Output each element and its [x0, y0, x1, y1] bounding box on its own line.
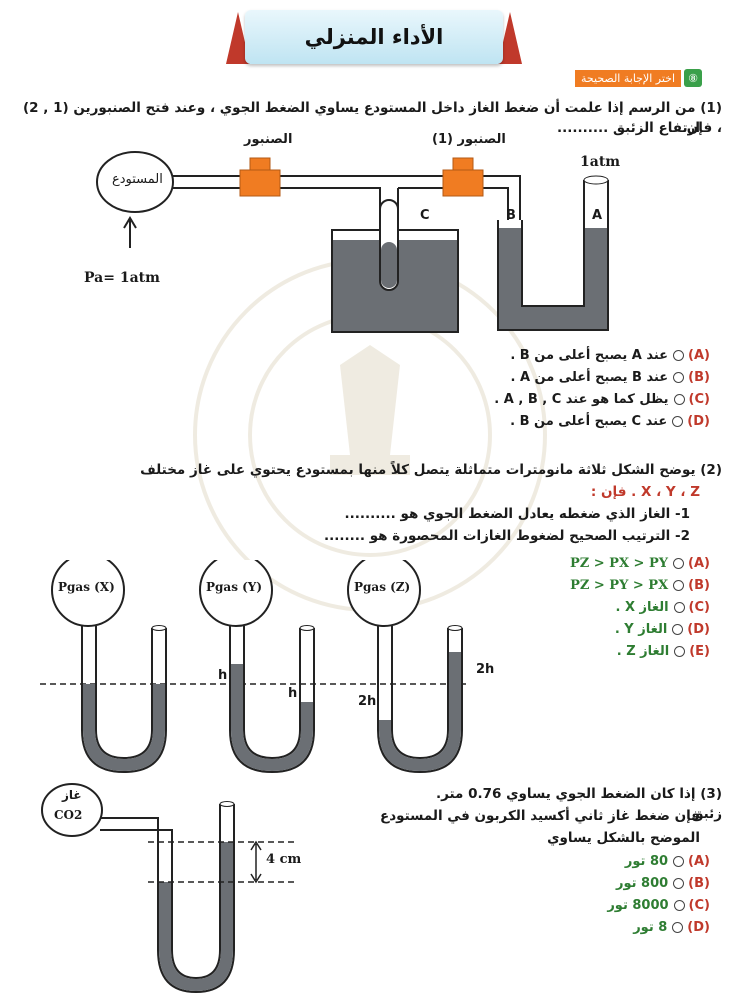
q2-option-d[interactable]: (D) الغاز Y . — [570, 618, 710, 640]
q1-stem: (1) من الرسم إذا علمت أن ضغط الغاز داخل … — [22, 98, 722, 138]
radio-icon[interactable] — [672, 623, 684, 635]
option-text: عند B يصبح أعلى من A . — [510, 369, 669, 385]
q2-number: (2) — [700, 462, 722, 478]
radio-icon[interactable] — [673, 579, 685, 591]
q1-label-a: A — [592, 208, 603, 223]
q1-option-b[interactable]: (B) عند B يصبح أعلى من A . — [494, 366, 710, 388]
option-text: 8 تور — [633, 919, 668, 935]
q1-line2: ارتفاع الزئبق .......... — [556, 120, 700, 136]
q2-label-2h-z-right: 2h — [476, 662, 495, 677]
option-text: PZ > PY > PX — [570, 577, 669, 593]
q2-label-gas-y: Pgas (Y) — [206, 580, 263, 594]
q1-valve2-label: الصنبور — [244, 132, 293, 147]
radio-icon[interactable] — [673, 877, 685, 889]
q2-figure — [40, 560, 470, 774]
q2-label-2h-z-left: 2h — [358, 694, 377, 709]
option-text: عند C يصبح أعلى من B . — [510, 413, 668, 429]
radio-icon[interactable] — [673, 349, 685, 361]
radio-icon[interactable] — [672, 415, 684, 427]
title-left-flag — [226, 12, 250, 64]
q2-label-gas-z: Pgas (Z) — [354, 580, 411, 594]
radio-icon[interactable] — [673, 899, 685, 911]
instruction-badge: ⑧ اختر الإجابة الصحيحة — [575, 68, 703, 88]
q1-option-c[interactable]: (C) يظل كما هو عند A , B , C . — [494, 388, 710, 410]
q1-number: (1) — [700, 100, 722, 116]
q2-options: (A) PZ > PX > PY (B) PZ > PY > PX (C) الغاز… — [570, 552, 710, 662]
option-text: الغاز Z . — [616, 643, 670, 659]
q2-label-gas-x: Pgas (X) — [58, 580, 115, 594]
q3-figure — [41, 783, 298, 994]
radio-icon[interactable] — [673, 557, 685, 569]
option-text: 80 تور — [624, 853, 669, 869]
option-text: PZ > PX > PY — [569, 555, 669, 571]
radio-icon[interactable] — [673, 855, 685, 867]
q2-label-h-y-left: h — [218, 668, 228, 683]
radio-icon[interactable] — [673, 393, 685, 405]
page-title: الأداء المنزلي — [245, 10, 503, 64]
option-letter: (A) — [688, 555, 710, 571]
q1-options: (A) عند A يصبح أعلى من B . (B) عند B يصبح … — [494, 344, 710, 432]
q1-tank-label: المستودع — [112, 172, 163, 187]
q1-atm-label: 1atm — [580, 154, 621, 170]
option-letter: (C) — [688, 897, 710, 913]
option-text: 8000 تور — [607, 897, 669, 913]
title-right-flag — [498, 12, 522, 64]
instruction-label: اختر الإجابة الصحيحة — [575, 69, 682, 87]
q2-stem: (2) يوضح الشكل ثلاثة مانومترات متماثلة ي… — [22, 460, 722, 480]
q3-options: (A) 80 تور (B) 800 تور (C) 8000 تور (D) 8 تو… — [607, 850, 710, 938]
option-letter: (E) — [689, 643, 710, 659]
q2-option-c[interactable]: (C) الغاز X . — [570, 596, 710, 618]
q3-gas-label: غاز — [62, 788, 82, 802]
q2-option-e[interactable]: (E) الغاز Z . — [570, 640, 710, 662]
q3-line1: إذا كان الضغط الجوي يساوي 0.76 متر. زئبق — [436, 786, 722, 822]
option-letter: (B) — [688, 875, 710, 891]
q2-option-b[interactable]: (B) PZ > PY > PX — [570, 574, 710, 596]
q1-option-a[interactable]: (A) عند A يصبح أعلى من B . — [494, 344, 710, 366]
option-letter: (C) — [688, 599, 710, 615]
option-text: يظل كما هو عند A , B , C . — [494, 391, 669, 407]
q3-stem: (3) إذا كان الضغط الجوي يساوي 0.76 متر. … — [402, 784, 722, 824]
radio-icon[interactable] — [673, 601, 685, 613]
q3-option-c[interactable]: (C) 8000 تور — [607, 894, 710, 916]
q2-sub2: 2- الترتيب الصحيح لضغوط الغازات المحصورة… — [323, 528, 690, 544]
option-letter: (D) — [687, 919, 710, 935]
q2-line1: يوضح الشكل ثلاثة مانومترات متماثلة يتصل … — [140, 462, 696, 478]
option-letter: (A) — [688, 853, 710, 869]
q2-option-a[interactable]: (A) PZ > PX > PY — [570, 552, 710, 574]
q1-label-b: B — [506, 208, 516, 223]
option-letter: (D) — [687, 413, 710, 429]
q3-line2: فإن ضغط غاز ثاني أكسيد الكربون في المستو… — [379, 808, 700, 824]
radio-icon[interactable] — [672, 921, 684, 933]
q3-option-b[interactable]: (B) 800 تور — [607, 872, 710, 894]
q1-pa-label: Pa= 1atm — [84, 270, 160, 286]
option-letter: (C) — [688, 391, 710, 407]
radio-icon[interactable] — [674, 645, 686, 657]
q3-number: (3) — [700, 786, 722, 802]
option-text: الغاز Y . — [614, 621, 668, 637]
q3-line3: الموضح بالشكل يساوي — [547, 830, 700, 846]
option-letter: (D) — [687, 621, 710, 637]
option-text: الغاز X . — [615, 599, 669, 615]
q1-option-d[interactable]: (D) عند C يصبح أعلى من B . — [494, 410, 710, 432]
q1-figure — [96, 151, 609, 333]
option-text: عند A يصبح أعلى من B . — [510, 347, 669, 363]
q3-co2-label: CO2 — [54, 808, 83, 822]
q1-valve1-label: الصنبور (1) — [432, 132, 506, 147]
q1-line1: من الرسم إذا علمت أن ضغط الغاز داخل المس… — [22, 100, 722, 136]
option-letter: (B) — [688, 369, 710, 385]
q3-dimension-label: 4 cm — [266, 852, 302, 867]
q2-line2: X ، Y ، Z . فإن : — [590, 484, 700, 500]
option-text: 800 تور — [615, 875, 669, 891]
q2-label-h-y-right: h — [288, 686, 298, 701]
instruction-number: ⑧ — [684, 69, 703, 87]
q1-label-c: C — [420, 208, 430, 223]
q2-sub1: 1- الغاز الذي ضغطه يعادل الضغط الجوي هو … — [344, 506, 690, 522]
q3-option-a[interactable]: (A) 80 تور — [607, 850, 710, 872]
option-letter: (A) — [688, 347, 710, 363]
q3-option-d[interactable]: (D) 8 تور — [607, 916, 710, 938]
option-letter: (B) — [688, 577, 710, 593]
radio-icon[interactable] — [673, 371, 685, 383]
